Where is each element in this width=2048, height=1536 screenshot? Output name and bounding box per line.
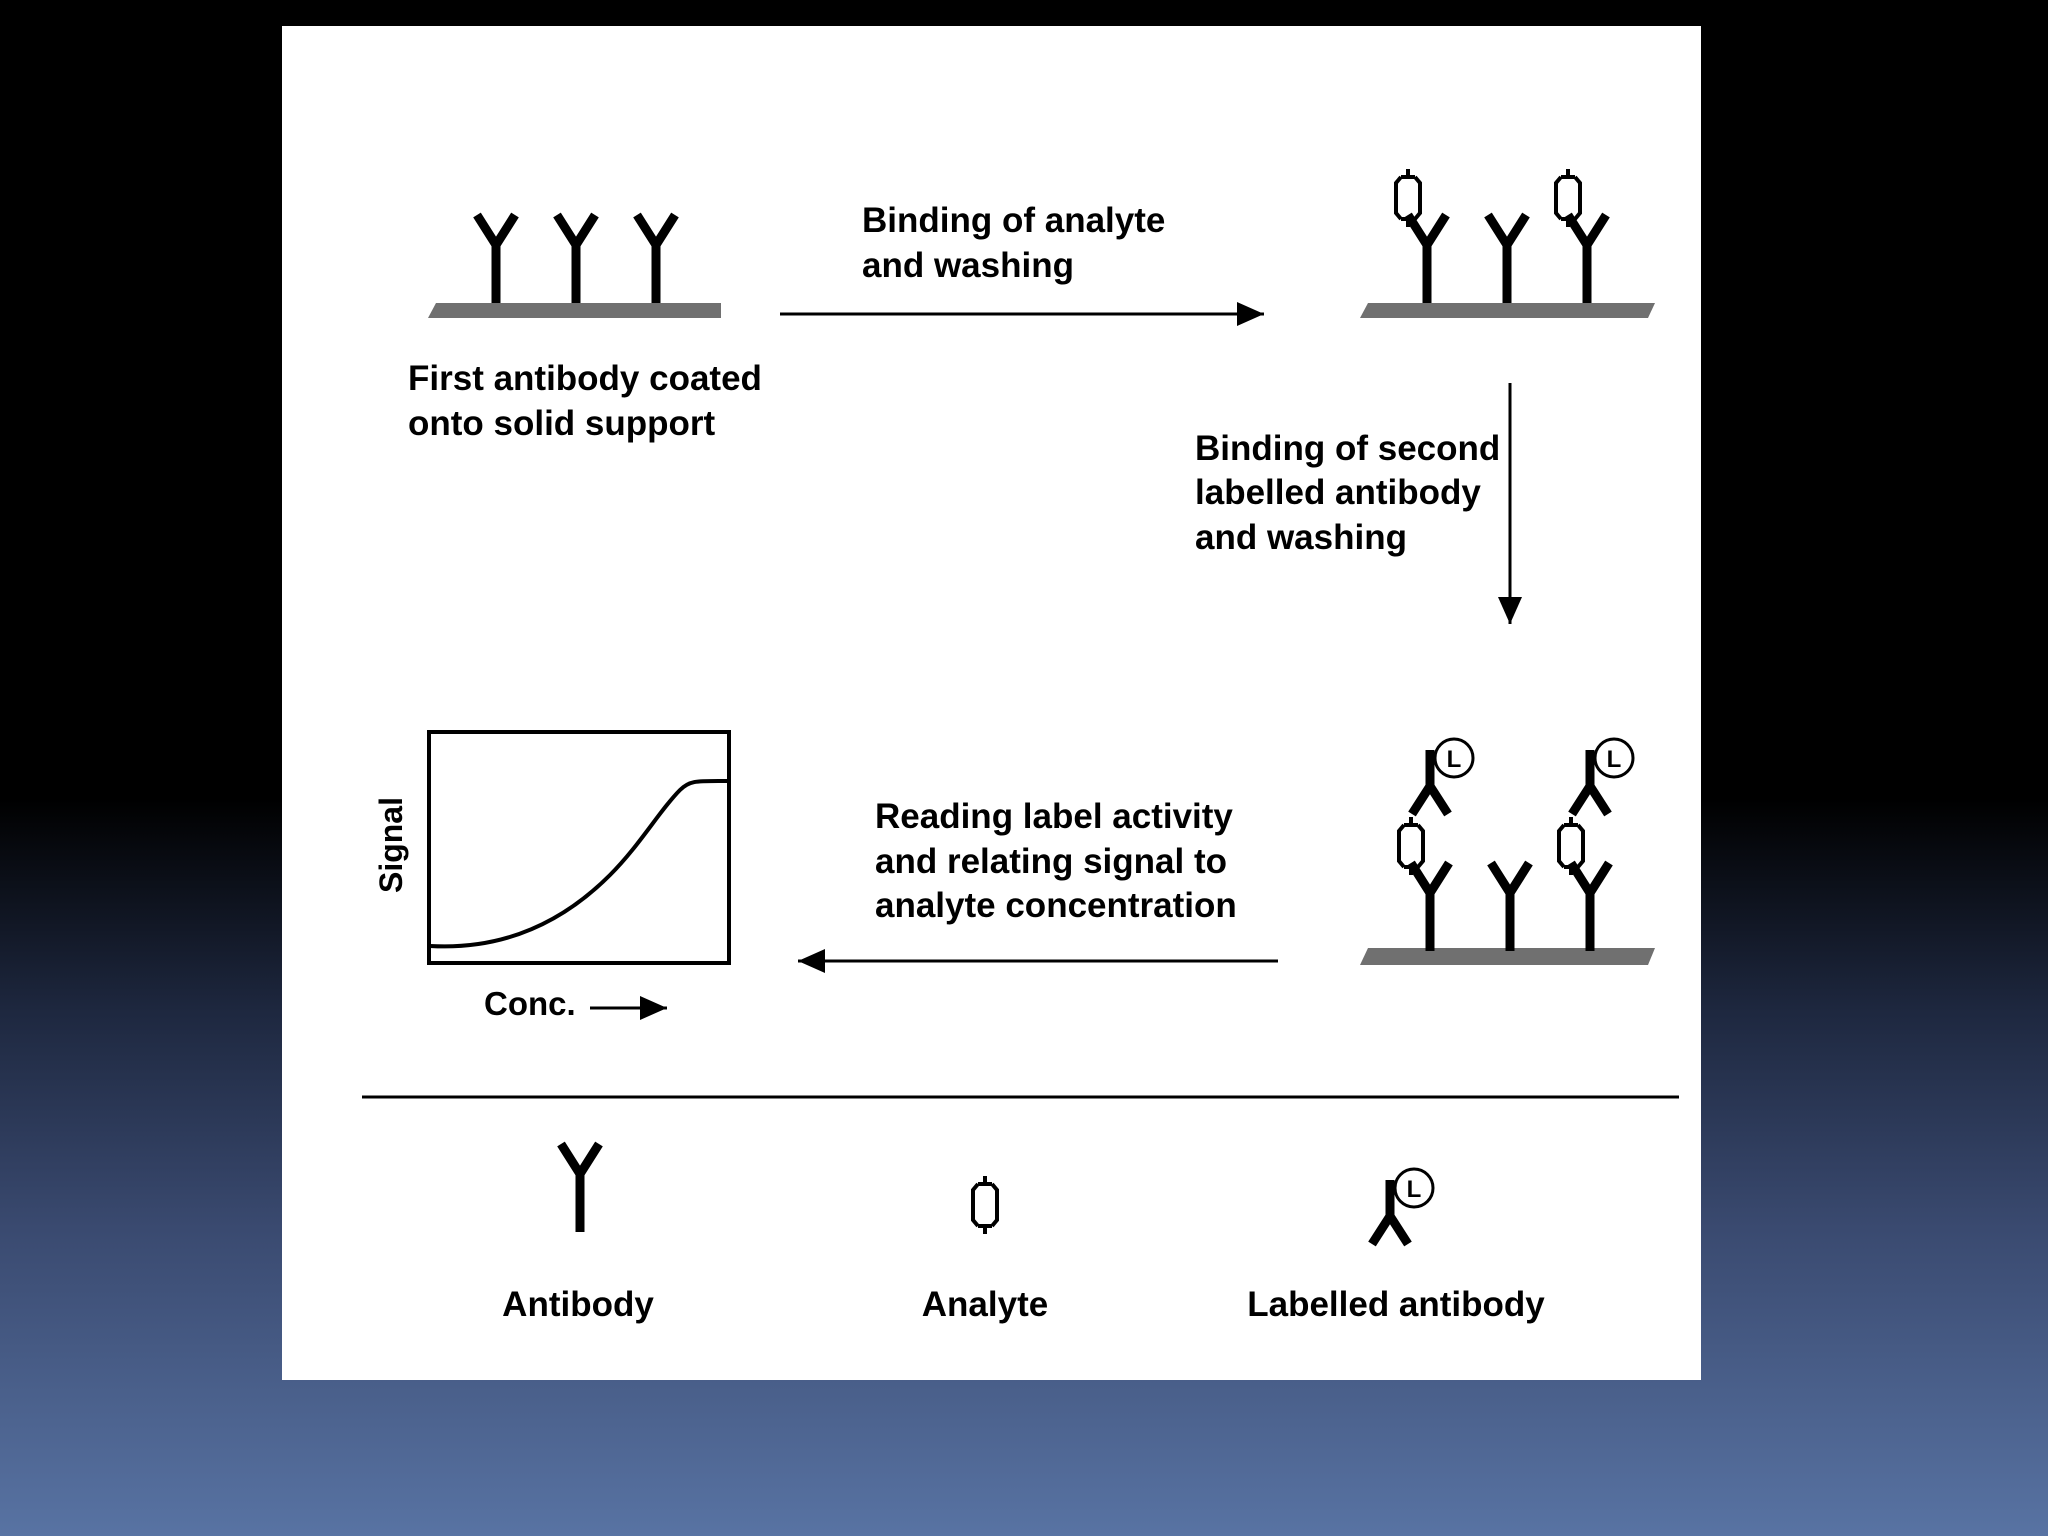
step4-label: Reading label activity and relating sign… bbox=[875, 797, 1243, 925]
solid-support bbox=[1360, 948, 1655, 965]
step3-label: Binding of second labelled antibody and … bbox=[1195, 429, 1510, 557]
step3-support-group: L L bbox=[1360, 739, 1655, 965]
label-marker: L bbox=[1407, 1176, 1422, 1203]
step1-label: First antibody coated onto solid support bbox=[408, 359, 772, 443]
step2-label: Binding of analyte and washing bbox=[862, 201, 1175, 285]
graph-frame bbox=[427, 730, 731, 965]
signal-curve bbox=[429, 778, 729, 949]
legend: L Antibody Analyte Labelled antibody bbox=[502, 1144, 1545, 1324]
step1-support-group bbox=[428, 215, 721, 318]
graph-xlabel: Conc. bbox=[484, 985, 576, 1022]
label-marker: L bbox=[1607, 746, 1622, 773]
label-marker: L bbox=[1447, 746, 1462, 773]
step2-support-group bbox=[1360, 167, 1655, 318]
solid-support bbox=[1360, 303, 1655, 318]
legend-labelled-antibody-label: Labelled antibody bbox=[1247, 1285, 1545, 1324]
legend-antibody-label: Antibody bbox=[502, 1285, 654, 1324]
legend-analyte-label: Analyte bbox=[922, 1285, 1048, 1324]
solid-support bbox=[428, 303, 721, 318]
signal-graph: Signal Conc. bbox=[373, 730, 731, 1022]
graph-ylabel: Signal bbox=[373, 797, 409, 893]
diagram-panel bbox=[282, 26, 1701, 1380]
